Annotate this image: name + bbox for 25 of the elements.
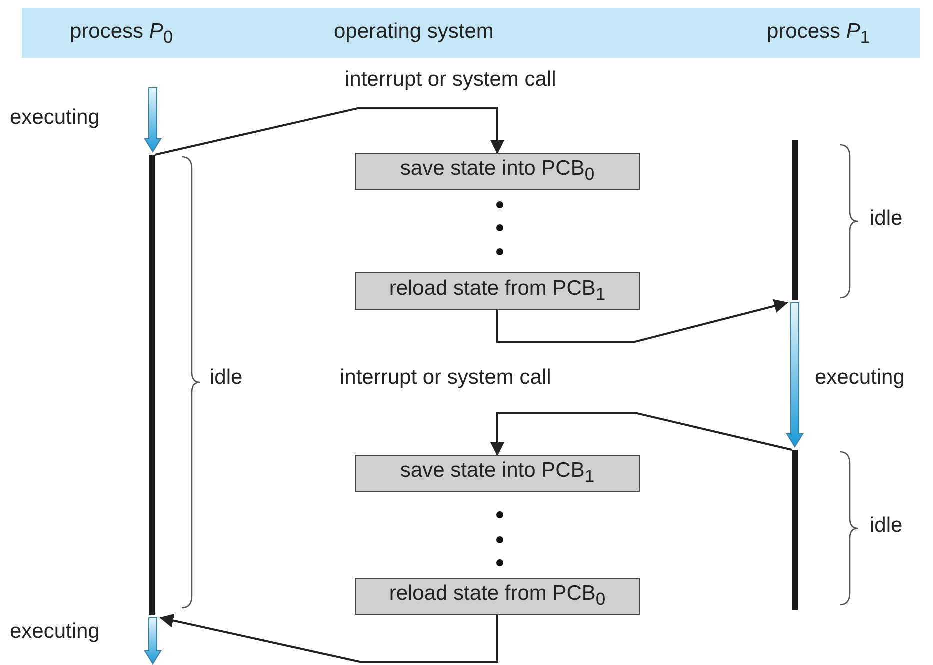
state-label: idle [870, 207, 903, 231]
state-label: executing [815, 366, 905, 390]
state-label: idle [210, 366, 243, 390]
edge-label: interrupt or system call [345, 68, 556, 92]
process-box: reload state from PCB$_{1}$ [355, 272, 640, 310]
process-box: reload state from PCB$_{0}$ [355, 578, 640, 615]
process-box: save state into PCB$_{1}$ [355, 455, 640, 492]
timeline-bar [792, 450, 798, 610]
column-heading: operating system [334, 20, 494, 44]
timeline-bar [149, 155, 155, 615]
arrow [496, 299, 788, 343]
edge-label: interrupt or system call [340, 366, 552, 390]
arrow [154, 107, 504, 156]
arrow [160, 614, 498, 663]
column-heading: process P$_{0}$ [70, 20, 174, 48]
timeline-bar [792, 140, 798, 300]
state-label: idle [870, 514, 903, 538]
column-heading: process P$_{1}$ [767, 20, 870, 48]
state-label: executing [10, 620, 100, 644]
process-box: save state into PCB$_{0}$ [355, 153, 640, 190]
execution-segment [787, 303, 803, 447]
execution-segment [145, 88, 161, 152]
execution-segment [145, 618, 161, 664]
arrow [490, 412, 792, 456]
state-label: executing [10, 106, 100, 130]
